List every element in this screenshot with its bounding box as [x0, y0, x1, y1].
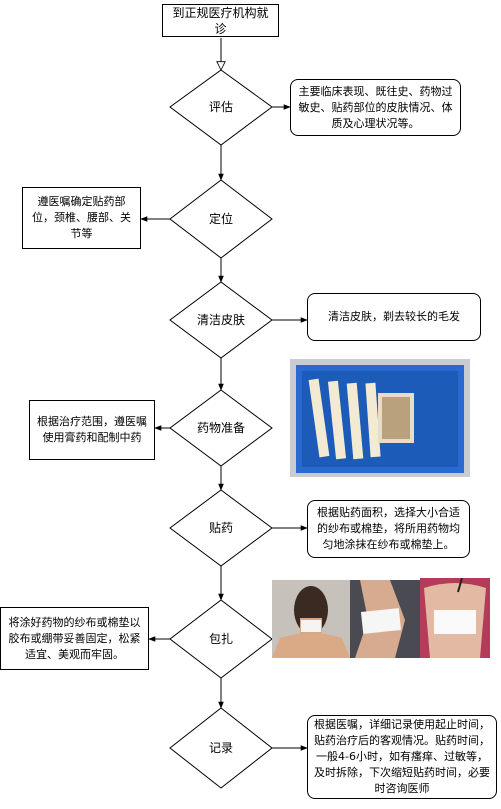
decision-diamond-wrap	[169, 599, 273, 679]
decision-diamond-apply	[169, 489, 273, 567]
note-apply: 根据贴药面积，选择大小合适的纱布或棉垫，将所用药物均匀地涂抹在纱布或棉垫上。	[307, 500, 470, 558]
step-label-locate: 定位	[208, 212, 234, 226]
note-clean: 清洁皮肤，剃去较长的毛发	[307, 293, 481, 341]
start-label: 到正规医疗机构就诊	[172, 5, 269, 36]
step-label-wrap: 包扎	[208, 632, 234, 646]
decision-diamond-locate	[169, 179, 273, 259]
step-label-record: 记录	[208, 741, 234, 755]
decision-diamond-record	[169, 707, 273, 789]
note-record: 根据医嘱，详细记录使用起止时间，贴药治疗后的客观情况。贴药时间，一般4-6小时，…	[307, 715, 497, 799]
note-locate: 遵医嘱确定贴药部位，颈椎、腰部、关节等	[22, 187, 141, 249]
wrap-photo-neck	[272, 580, 350, 658]
medicine-tray-photo	[290, 359, 470, 477]
wrap-photo-arm	[420, 578, 490, 658]
start-box: 到正规医疗机构就诊	[162, 4, 279, 37]
decision-diamond-assess	[169, 69, 273, 146]
decision-diamond-clean	[169, 281, 273, 359]
note-prepare: 根据治疗范围，遵医嘱使用膏药和配制中药	[29, 400, 155, 460]
wrap-photo-knee	[350, 580, 420, 658]
step-label-prepare: 药物准备	[196, 421, 246, 435]
decision-diamond-prepare	[169, 389, 273, 467]
note-wrap: 将涂好药物的纱布或棉垫以胶布或绷带妥善固定，松紧适宜、美观而牢固。	[0, 607, 149, 670]
step-label-apply: 贴药	[208, 521, 234, 535]
step-label-assess: 评估	[208, 100, 234, 114]
note-assess: 主要临床表现、既往史、药物过敏史、贴药部位的皮肤情况、体质及心理状况等。	[290, 79, 461, 136]
step-label-clean: 清洁皮肤	[196, 313, 246, 327]
